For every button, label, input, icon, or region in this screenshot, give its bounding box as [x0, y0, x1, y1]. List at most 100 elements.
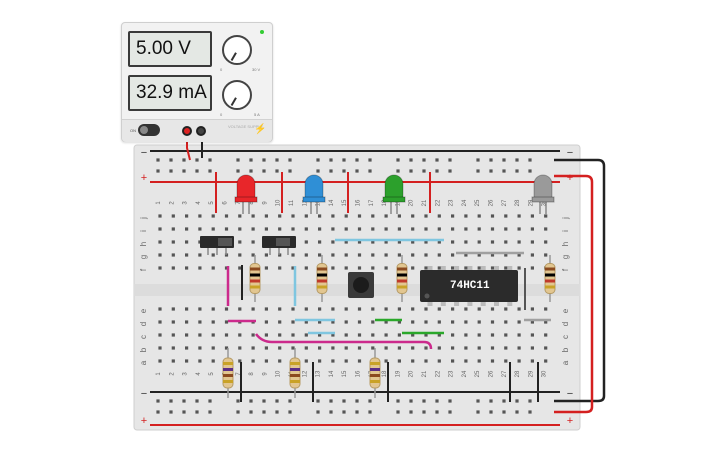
breadboard-hole[interactable] [384, 227, 388, 231]
breadboard-hole[interactable] [530, 240, 534, 244]
rail-hole[interactable] [288, 399, 292, 403]
breadboard-hole[interactable] [238, 307, 242, 311]
breadboard-hole[interactable] [158, 240, 162, 244]
rail-hole[interactable] [476, 158, 480, 162]
breadboard-hole[interactable] [490, 227, 495, 231]
breadboard-hole[interactable] [357, 333, 362, 337]
breadboard-hole[interactable] [517, 214, 521, 218]
breadboard-hole[interactable] [211, 359, 215, 363]
rail-hole[interactable] [342, 158, 346, 162]
breadboard-hole[interactable] [318, 333, 322, 337]
breadboard-hole[interactable] [318, 214, 322, 218]
breadboard-hole[interactable] [304, 307, 308, 311]
breadboard-hole[interactable] [198, 266, 202, 270]
breadboard-hole[interactable] [384, 307, 388, 311]
breadboard-hole[interactable] [371, 266, 375, 270]
breadboard-hole[interactable] [318, 346, 322, 350]
breadboard-hole[interactable] [411, 253, 415, 257]
rail-hole[interactable] [169, 399, 173, 403]
breadboard-hole[interactable] [198, 240, 202, 244]
breadboard-hole[interactable] [477, 253, 481, 257]
rail-hole[interactable] [316, 399, 320, 403]
rail-hole[interactable] [342, 169, 346, 173]
rail-hole[interactable] [236, 169, 240, 173]
breadboard-hole[interactable] [238, 359, 242, 363]
breadboard-hole[interactable] [397, 307, 401, 311]
breadboard-hole[interactable] [158, 320, 162, 324]
breadboard-hole[interactable] [238, 227, 242, 231]
breadboard-hole[interactable] [278, 214, 282, 218]
breadboard-hole[interactable] [331, 240, 335, 244]
breadboard-hole[interactable] [490, 307, 495, 311]
breadboard-hole[interactable] [451, 359, 455, 363]
breadboard-hole[interactable] [464, 240, 468, 244]
breadboard-hole[interactable] [278, 333, 282, 337]
breadboard-hole[interactable] [171, 240, 175, 244]
breadboard-hole[interactable] [424, 227, 428, 231]
negative-terminal[interactable] [196, 126, 206, 136]
rail-hole[interactable] [355, 169, 359, 173]
breadboard-hole[interactable] [344, 346, 348, 350]
breadboard-hole[interactable] [451, 333, 455, 337]
breadboard-hole[interactable] [544, 307, 548, 311]
breadboard-hole[interactable] [544, 227, 548, 231]
breadboard-hole[interactable] [371, 214, 375, 218]
breadboard-hole[interactable] [344, 227, 348, 231]
breadboard-hole[interactable] [331, 214, 335, 218]
rail-hole[interactable] [355, 410, 359, 414]
breadboard-hole[interactable] [251, 307, 255, 311]
rail-hole[interactable] [262, 399, 266, 403]
breadboard-hole[interactable] [464, 253, 468, 257]
breadboard-hole[interactable] [451, 346, 455, 350]
breadboard-hole[interactable] [544, 320, 548, 324]
rail-hole[interactable] [409, 158, 413, 162]
breadboard-hole[interactable] [504, 253, 508, 257]
breadboard-hole[interactable] [318, 359, 322, 363]
rail-hole[interactable] [182, 158, 186, 162]
breadboard-hole[interactable] [517, 333, 521, 337]
breadboard-hole[interactable] [198, 227, 202, 231]
breadboard-hole[interactable] [424, 214, 428, 218]
breadboard-hole[interactable] [158, 346, 162, 350]
slide-switch-knob[interactable] [218, 238, 232, 246]
breadboard-hole[interactable] [291, 227, 295, 231]
breadboard-hole[interactable] [411, 346, 415, 350]
breadboard-hole[interactable] [451, 227, 455, 231]
power-supply[interactable]: 5.00 V 32.9 mA 0 30 V 0 5 A ON VOLTAGE S… [121, 22, 273, 142]
breadboard-hole[interactable] [544, 214, 548, 218]
breadboard-hole[interactable] [490, 333, 495, 337]
current-knob[interactable] [222, 80, 252, 110]
breadboard-hole[interactable] [451, 307, 455, 311]
breadboard-hole[interactable] [211, 320, 215, 324]
breadboard-hole[interactable] [251, 227, 255, 231]
led-blue[interactable] [304, 174, 324, 201]
rail-hole[interactable] [422, 410, 426, 414]
breadboard-hole[interactable] [397, 359, 401, 363]
right-ground-jumper[interactable] [554, 158, 606, 403]
breadboard-hole[interactable] [264, 307, 268, 311]
breadboard-hole[interactable] [291, 266, 295, 270]
rail-hole[interactable] [368, 158, 372, 162]
breadboard-hole[interactable] [264, 333, 268, 337]
rail-hole[interactable] [355, 158, 359, 162]
breadboard-hole[interactable] [411, 266, 415, 270]
breadboard-hole[interactable] [504, 240, 508, 244]
breadboard-hole[interactable] [530, 266, 534, 270]
magenta-long-wire[interactable] [255, 333, 433, 350]
breadboard-hole[interactable] [171, 333, 175, 337]
breadboard-hole[interactable] [411, 359, 415, 363]
breadboard-hole[interactable] [397, 227, 401, 231]
rail-hole[interactable] [435, 158, 439, 162]
breadboard-hole[interactable] [264, 346, 268, 350]
led-red[interactable] [236, 174, 256, 201]
breadboard-hole[interactable] [224, 266, 229, 270]
breadboard-hole[interactable] [384, 346, 388, 350]
breadboard-hole[interactable] [344, 359, 348, 363]
breadboard-hole[interactable] [224, 320, 229, 324]
breadboard-hole[interactable] [371, 227, 375, 231]
breadboard-hole[interactable] [477, 214, 481, 218]
rail-hole[interactable] [156, 158, 160, 162]
breadboard-hole[interactable] [185, 253, 189, 257]
rail-hole[interactable] [288, 158, 292, 162]
rail-hole[interactable] [288, 410, 292, 414]
